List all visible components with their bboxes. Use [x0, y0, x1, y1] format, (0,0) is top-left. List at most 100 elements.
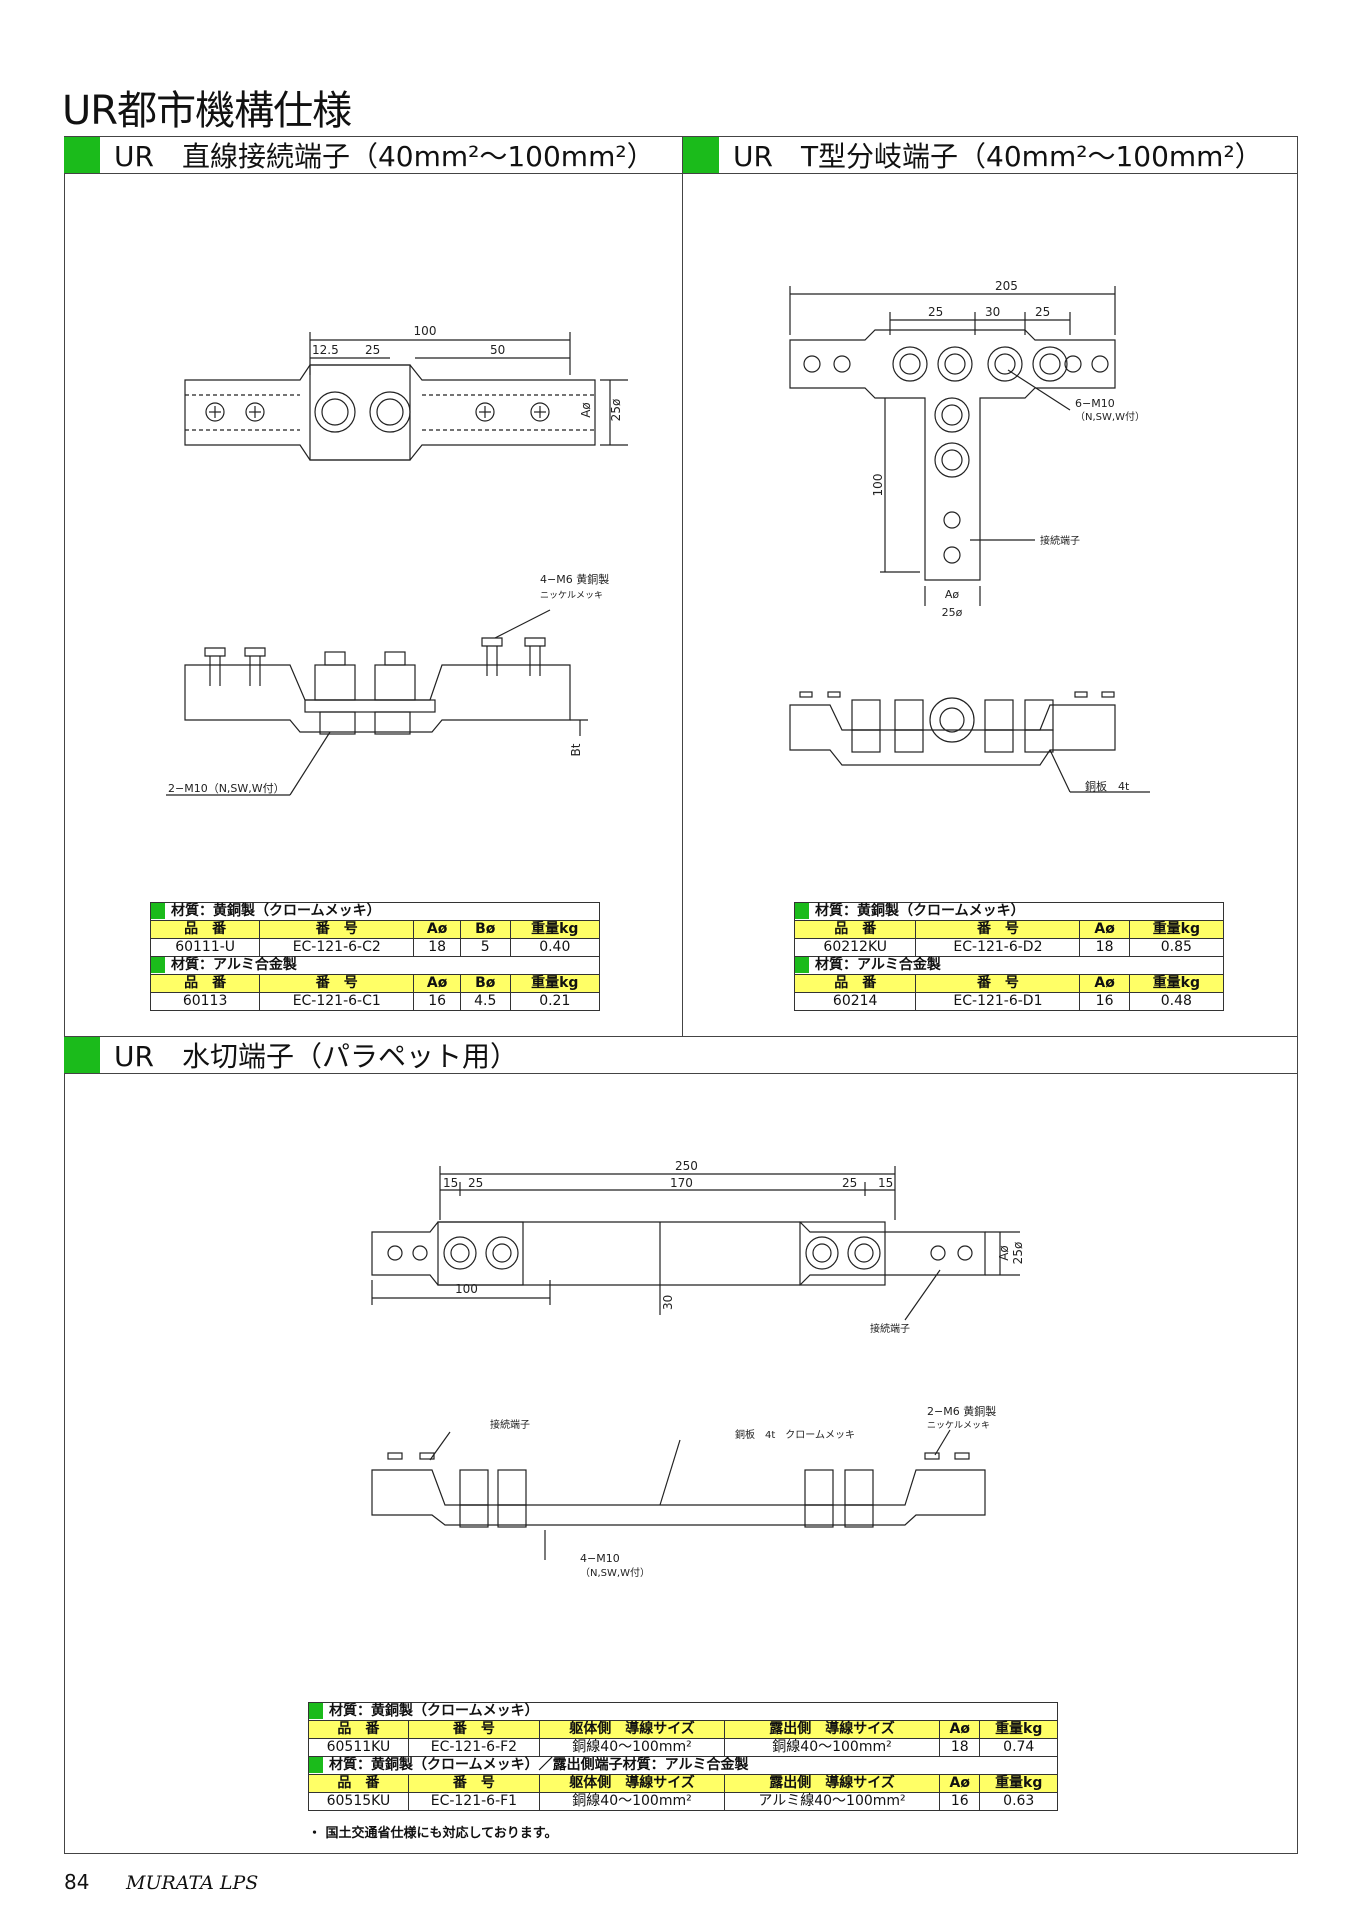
green-square-icon: [151, 903, 165, 919]
header-a-dia: Aø: [1079, 974, 1130, 993]
cell: 4.5: [459, 992, 511, 1011]
material-label: 材質：黄銅製（クロームメッキ）: [150, 902, 600, 921]
cell: EC-121-6-C1: [259, 992, 415, 1011]
section-divider: [64, 1036, 1298, 1037]
dim-b: 30: [985, 305, 1000, 319]
material-label: 材質：黄銅製（クロームメッキ）: [308, 1702, 1058, 1721]
header-exposed-wire: 露出側 導線サイズ: [724, 1774, 940, 1793]
cell: 0.85: [1128, 938, 1225, 957]
section-header-parapet: UR 水切端子（パラペット用）: [64, 1036, 1298, 1074]
table-row: 60511KU EC-121-6-F2 銅線40～100mm² 銅線40～100…: [308, 1738, 1058, 1757]
cell: EC-121-6-F2: [407, 1738, 540, 1757]
dim-a: 12.5: [312, 343, 339, 357]
dim-170: 170: [670, 1176, 693, 1190]
section-title: UR T型分岐端子（40mm²～100mm²）: [733, 139, 1263, 173]
page-title: UR都市機構仕様: [62, 88, 352, 134]
header-weight: 重量kg: [979, 1774, 1058, 1793]
header-b-dia: Bø: [459, 920, 511, 939]
dim-b: 25: [365, 343, 380, 357]
cell: 16: [1079, 992, 1130, 1011]
cell: EC-121-6-F1: [407, 1792, 540, 1811]
header-item-no: 品 番: [149, 920, 261, 939]
header-exposed-wire: 露出側 導線サイズ: [724, 1720, 940, 1739]
dim-c: 50: [490, 343, 505, 357]
connector-label: 接続端子: [870, 1322, 910, 1335]
cell: 18: [1079, 938, 1130, 957]
screw-note-finish: ニッケルメッキ: [540, 590, 603, 601]
cell: 0.63: [979, 1792, 1058, 1811]
cell: 16: [413, 992, 461, 1011]
dim-100: 100: [871, 474, 885, 497]
footnote: ・ 国土交通省仕様にも対応しております。: [308, 1826, 558, 1841]
bolt-note: 6−M10: [1075, 397, 1115, 410]
dim-30: 30: [661, 1295, 675, 1310]
header-weight: 重量kg: [509, 974, 601, 993]
header-a-dia: Aø: [413, 920, 461, 939]
header-item-no: 品 番: [149, 974, 261, 993]
material-text: 材質：アルミ合金製: [815, 957, 941, 973]
cell: 16: [938, 1792, 981, 1811]
material-text: 材質：黄銅製（クロームメッキ）: [815, 903, 1025, 919]
header-body-wire: 躯体側 導線サイズ: [538, 1774, 726, 1793]
dim-15-right: 15: [878, 1176, 893, 1190]
cell: 0.40: [509, 938, 601, 957]
cell: 60113: [149, 992, 261, 1011]
table-row: 60212KU EC-121-6-D2 18 0.85: [793, 938, 1225, 957]
connector-label: 接続端子: [490, 1418, 530, 1431]
dim-25-phi: 25ø: [609, 399, 623, 422]
cell: 5: [459, 938, 511, 957]
cell: EC-121-6-D1: [915, 992, 1081, 1011]
green-square-icon: [64, 136, 100, 173]
section-header-tee: UR T型分岐端子（40mm²～100mm²）: [683, 136, 1298, 174]
screw-note: 4−M6 黄銅製: [540, 572, 609, 586]
dim-15-left: 15: [443, 1176, 458, 1190]
cell: 銅線40～100mm²: [538, 1792, 726, 1811]
header-number: 番 号: [915, 974, 1081, 993]
table-row: 60113 EC-121-6-C1 16 4.5 0.21: [149, 992, 601, 1011]
header-number: 番 号: [407, 1720, 540, 1739]
cell: 60111-U: [149, 938, 261, 957]
bolt-note: 4−M10: [580, 1552, 620, 1565]
material-label: 材質：黄銅製（クロームメッキ）／露出側端子材質：アルミ合金製: [308, 1756, 1058, 1775]
cell: 0.48: [1128, 992, 1225, 1011]
material-label: 材質：アルミ合金製: [150, 956, 600, 975]
material-text: 材質：黄銅製（クロームメッキ）／露出側端子材質：アルミ合金製: [329, 1757, 749, 1773]
header-number: 番 号: [915, 920, 1081, 939]
dim-c: 25: [1035, 305, 1050, 319]
straight-connector-drawing: 100 12.5 25 50 Aø 25ø Bt 4−M6 黄銅製 ニッケルメッ…: [166, 324, 628, 796]
connector-label: 接続端子: [1040, 534, 1080, 547]
cell: アルミ線40～100mm²: [724, 1792, 940, 1811]
material-text: 材質：黄銅製（クロームメッキ）: [171, 903, 381, 919]
page-frame: [64, 136, 1298, 1854]
spec-table-tee: 材質：黄銅製（クロームメッキ） 品 番 番 号 Aø 重量kg 60212KU …: [793, 902, 1225, 1011]
header-a-dia: Aø: [938, 1774, 981, 1793]
cell: 18: [938, 1738, 981, 1757]
cell: 18: [413, 938, 461, 957]
dim-a: 25: [928, 305, 943, 319]
green-square-icon: [795, 903, 809, 919]
header-body-wire: 躯体側 導線サイズ: [538, 1720, 726, 1739]
header-weight: 重量kg: [979, 1720, 1058, 1739]
parapet-connector-drawing: 250 15 25 170 25 15 Aø 25ø 100 30 接続端子 接…: [371, 1159, 1025, 1579]
spec-table-straight: 材質：黄銅製（クロームメッキ） 品 番 番 号 Aø Bø 重量kg 60111…: [149, 902, 601, 1011]
section-header-straight: UR 直線接続端子（40mm²～100mm²）: [64, 136, 682, 174]
header-a-dia: Aø: [413, 974, 461, 993]
material-label: 材質：黄銅製（クロームメッキ）: [794, 902, 1224, 921]
tee-connector-drawing: 205 25 30 25 100 6−M10 （N,SW,W付） 接続端子 Aø…: [789, 279, 1150, 793]
header-a-dia: Aø: [938, 1720, 981, 1739]
header-number: 番 号: [407, 1774, 540, 1793]
dim-total: 205: [995, 279, 1018, 293]
green-square-icon: [64, 1036, 100, 1073]
cell: EC-121-6-C2: [259, 938, 415, 957]
table-row: 60111-U EC-121-6-C2 18 5 0.40: [149, 938, 601, 957]
bolt-note-accessory: （N,SW,W付）: [580, 1566, 650, 1579]
dim-25-right: 25: [842, 1176, 857, 1190]
header-weight: 重量kg: [509, 920, 601, 939]
bolt-note: 2−M10（N,SW,W付）: [168, 782, 285, 795]
spec-table-parapet: 材質：黄銅製（クロームメッキ） 品 番 番 号 躯体側 導線サイズ 露出側 導線…: [308, 1702, 1058, 1811]
header-number: 番 号: [259, 920, 415, 939]
brand-name: MURATA LPS: [126, 1872, 259, 1894]
dim-25-phi: 25ø: [942, 606, 963, 619]
cell: 銅線40～100mm²: [724, 1738, 940, 1757]
cell: 60511KU: [308, 1738, 409, 1757]
